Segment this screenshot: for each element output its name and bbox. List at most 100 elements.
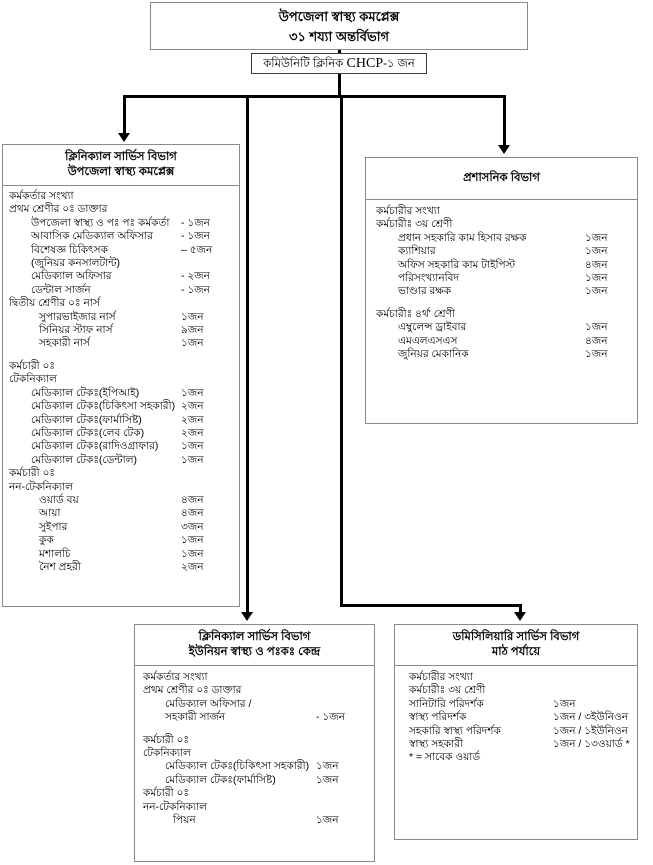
list-item: মেডিক্যাল টেকঃ(চিকিৎসা সহকারী) ২জন <box>31 400 204 413</box>
connector-horizontal-bus <box>123 95 506 98</box>
union-title-line2: ইউনিয়ন স্বাস্থ্য ও পঃকঃ কেন্দ্র <box>188 646 321 658</box>
clinical-divider <box>3 185 239 186</box>
domiciliary-class3-heading: কর্মচারীঃ ৩য় শ্রেণী <box>409 684 486 697</box>
domiciliary-service-box: ডমিসিলিয়ারি সার্ভিস বিভাগ মাঠ পর্যায়ে … <box>394 624 638 840</box>
root-title-line2: ৩১ শয্যা অন্তর্বিভাগ <box>289 29 389 44</box>
list-item: ক্যাশিয়ার ১জন <box>398 245 608 258</box>
root-title: উপজেলা স্বাস্থ্য কমপ্লেক্স ৩১ শয্যা অন্ত… <box>151 3 527 52</box>
list-item: ওয়ার্ড বয় ৪জন <box>39 493 204 506</box>
union-class1-heading: প্রথম শ্রেণীর ০ঃ ডাক্তার <box>143 684 242 697</box>
list-item: সহকারী সার্জন - ১জন <box>165 711 345 724</box>
root-title-line1: উপজেলা স্বাস্থ্য কমপ্লেক্স <box>278 9 400 24</box>
connector-bus-to-domiciliary-horizontal <box>340 604 522 607</box>
arrow-to-admin <box>498 145 510 154</box>
admin-body: কর্মচারীর সংখ্যা কর্মচারীঃ ৩য় শ্রেণী প্… <box>366 200 637 367</box>
list-item: পিয়ন ১জন <box>173 814 339 827</box>
arrow-to-union <box>241 612 253 621</box>
list-item: আবাসিক মেডিক্যাল অফিসার - ১জন <box>31 230 210 243</box>
union-officers-heading: কর্মকর্তার সংখ্যা <box>143 671 208 683</box>
list-item: মেডিক্যাল টেকঃ(ফার্মাসিষ্ট) ১জন <box>165 773 339 786</box>
chcp-label-prefix: কমিউনিটি ক্লিনিক <box>263 58 347 70</box>
list-item: অফিস সহকারি কাম টাইপিস্ট ৪জন <box>398 258 608 271</box>
list-item: উপজেলা স্বাস্থ্য ও পঃ পঃ কর্মকর্তা - ১জন <box>31 216 210 229</box>
admin-staff-count-heading: কর্মচারীর সংখ্যা <box>376 205 440 217</box>
list-item: জুনিয়র মেকানিক ১জন <box>398 348 608 361</box>
row-gap <box>9 351 233 360</box>
union-body: কর্মকর্তার সংখ্যা প্রথম শ্রেণীর ০ঃ ডাক্ত… <box>135 666 374 833</box>
union-staff-heading-2: কর্মচারী ০ঃ <box>143 787 190 800</box>
connector-domiciliary-drop <box>519 604 522 614</box>
admin-class3-heading: কর্মচারীঃ ৩য় শ্রেণী <box>376 218 453 231</box>
domiciliary-body: কর্মচারীর সংখ্যা কর্মচারীঃ ৩য় শ্রেণী সা… <box>395 666 637 771</box>
union-nontechnical-heading: নন-টেকনিক্যাল <box>143 800 207 813</box>
list-item: সুইপার ৩জন <box>39 520 204 533</box>
arrow-to-domiciliary <box>514 612 526 621</box>
chcp-label-suffix: -১ জন <box>383 58 415 70</box>
admin-title: প্রশাসনিক বিভাগ <box>366 158 637 199</box>
clinical-officers-heading: কর্মকর্তার সংখ্যা <box>9 190 74 202</box>
union-divider <box>135 665 374 666</box>
clinical-service-box: ক্লিনিক্যাল সার্ভিস বিভাগ উপজেলা স্বাস্থ… <box>2 144 240 607</box>
domiciliary-title-line2: মাঠ পর্যায়ে <box>491 646 541 658</box>
connector-chcp-down <box>338 74 341 97</box>
connector-bus-to-clinical <box>123 95 126 134</box>
list-item: ভাণ্ডার রক্ষক ১জন <box>398 285 608 298</box>
admin-class4-heading: কর্মচারীঃ ৪র্থ' শ্রেণী <box>376 307 455 320</box>
list-item: মেডিক্যাল অফিসার / <box>165 697 252 710</box>
list-item: সিনিয়র স্টাফ নার্স ৯জন <box>39 324 204 337</box>
domiciliary-title: ডমিসিলিয়ারি সার্ভিস বিভাগ মাঠ পর্যায়ে <box>395 625 637 665</box>
list-item: (জুনিয়র কনসালটান্ট) <box>31 257 120 270</box>
row-gap <box>143 725 368 734</box>
root-title-box: উপজেলা স্বাস্থ্য কমপ্লেক্স ৩১ শয্যা অন্ত… <box>150 2 528 50</box>
connector-bus-to-domiciliary-vertical <box>340 95 343 607</box>
list-item: পরিসংখ্যানবিদ ১জন <box>398 272 608 285</box>
clinical-class2-heading: দ্বিতীয় শ্রেণীর ০ঃ নার্স <box>9 297 100 310</box>
union-title: ক্লিনিক্যাল সার্ভিস বিভাগ ইউনিয়ন স্বাস্… <box>135 625 374 665</box>
list-item: স্বাস্থ্য পরিদর্শক ১জন / ৩ইউনিওন <box>409 711 628 724</box>
union-title-line1: ক্লিনিক্যাল সার্ভিস বিভাগ <box>198 631 311 643</box>
list-item: আয়া ৪জন <box>39 507 204 520</box>
list-item: মেডিক্যাল অফিসার - ২জন <box>31 270 210 283</box>
clinical-class1-heading: প্রথম শ্রেণীর ০ঃ ডাক্তার <box>9 203 108 216</box>
chcp-label-latin: CHCP <box>346 56 384 71</box>
list-item: প্রধান সহকারি কাম হিসাব রক্ষক ১জন <box>398 231 608 244</box>
union-technical-heading: টেকনিক্যাল <box>143 747 191 760</box>
chcp-label: কমিউনিটি ক্লিনিক CHCP-১ জন <box>252 54 426 74</box>
connector-bus-to-admin <box>503 95 506 146</box>
clinical-technical-heading: টেকনিক্যাল <box>9 373 57 386</box>
list-item: স্বাস্থ্য সহকারী ১জন / ১৩ওয়ার্ড * <box>409 738 630 751</box>
clinical-officers-section: কর্মকর্তার সংখ্যা প্রথম শ্রেণীর ০ঃ ডাক্ত… <box>9 190 233 574</box>
list-item: বিশেষজ্ঞ চিকিৎসক – ৫জন <box>31 243 213 256</box>
connector-root-to-chcp <box>338 50 341 55</box>
list-item: সানিটারি পরিদর্শক ১জন <box>409 697 576 710</box>
clinical-title-line2: উপজেলা স্বাস্থ্য কমপ্লেক্স <box>67 166 175 178</box>
chcp-box: কমিউনিটি ক্লিনিক CHCP-১ জন <box>251 53 427 74</box>
list-item: কুক ১জন <box>39 534 204 547</box>
domiciliary-rows: কর্মচারীর সংখ্যা কর্মচারীঃ ৩য় শ্রেণী সা… <box>409 671 631 765</box>
list-item: সহকারী নার্স ১জন <box>39 337 204 350</box>
connector-bus-to-union <box>246 95 249 613</box>
admin-title-line1: প্রশাসনিক বিভাগ <box>463 172 540 184</box>
domiciliary-footnote: * = সাবেক ওয়ার্ড <box>409 751 481 764</box>
domiciliary-divider <box>395 665 637 666</box>
arrow-to-clinical <box>118 133 130 142</box>
admin-rows: কর্মচারীর সংখ্যা কর্মচারীঃ ৩য় শ্রেণী প্… <box>376 205 631 361</box>
clinical-staff-heading-2: কর্মচারী ০ঃ <box>9 467 56 480</box>
admin-divider <box>366 199 637 200</box>
domiciliary-staff-count-heading: কর্মচারীর সংখ্যা <box>409 671 473 683</box>
clinical-staff-heading-1: কর্মচারী ০ঃ <box>9 359 56 372</box>
union-staff-heading-1: কর্মচারী ০ঃ <box>143 733 190 746</box>
administrative-box: প্রশাসনিক বিভাগ কর্মচারীর সংখ্যা কর্মচার… <box>365 157 638 424</box>
list-item: মেডিক্যাল টেকঃ(রাদিওগ্রাফার) ১জন <box>31 440 204 453</box>
list-item: নৈশ প্রহরী ২জন <box>39 560 204 573</box>
row-gap <box>376 299 631 308</box>
union-health-centre-box: ক্লিনিক্যাল সার্ভিস বিভাগ ইউনিয়ন স্বাস্… <box>134 624 375 862</box>
list-item: সুপারভাইজার নার্স ১জন <box>39 310 204 323</box>
clinical-body: কর্মকর্তার সংখ্যা প্রথম শ্রেণীর ০ঃ ডাক্ত… <box>3 186 239 580</box>
clinical-title: ক্লিনিক্যাল সার্ভিস বিভাগ উপজেলা স্বাস্থ… <box>3 145 239 185</box>
list-item: ডেন্টাল সার্জন - ১জন <box>31 283 210 296</box>
union-rows: কর্মকর্তার সংখ্যা প্রথম শ্রেণীর ০ঃ ডাক্ত… <box>143 671 368 827</box>
list-item: সহকারি স্বাস্থ্য পরিদর্শক ১জন / ১ইউনিওন <box>409 724 628 737</box>
list-item: মেডিক্যাল টেকঃ(লেব টেক) ২জন <box>31 426 204 439</box>
